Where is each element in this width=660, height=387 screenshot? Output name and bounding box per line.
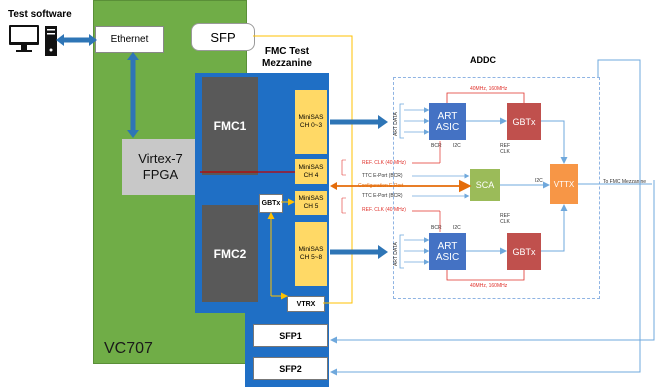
- fmc-test-title: FMC Test Mezzanine: [258, 46, 316, 70]
- art-data-top-label: ART DATA: [393, 112, 399, 136]
- ethernet-box: Ethernet: [95, 26, 164, 53]
- ethernet-label: Ethernet: [110, 34, 149, 45]
- sfp-top-box: SFP: [191, 23, 255, 51]
- fpga-box: Virtex-7 FPGA: [122, 139, 199, 195]
- fmc1-block: FMC1: [202, 77, 258, 175]
- vttx-block: VTTX: [550, 164, 578, 204]
- i2c-sca-label: I2C: [535, 178, 543, 184]
- fpga-line2: FPGA: [142, 167, 179, 182]
- i2c-top-label: I2C: [453, 143, 461, 149]
- gbtx-small-box: GBTx: [259, 194, 283, 213]
- vc707-label: VC707: [104, 340, 153, 357]
- test-software-label: Test software: [8, 9, 72, 20]
- ttc-signal-2: TTC E-Port (BCR): [362, 193, 403, 199]
- art-asic-top: ART ASIC: [429, 103, 466, 140]
- art-asic-bottom: ART ASIC: [429, 233, 466, 270]
- fmc2-block: FMC2: [202, 205, 258, 302]
- gbtx-bottom: GBTx: [507, 233, 541, 270]
- ref-clk-signal-2: REF. CLK (40 MHz): [362, 207, 406, 213]
- to-fmc-label: To FMC Mezzanine: [603, 179, 647, 185]
- fmc2-label: FMC2: [213, 246, 247, 261]
- computer-icon: [9, 25, 57, 56]
- gbtx-top: GBTx: [507, 103, 541, 140]
- sfp1-box: SFP1: [253, 324, 328, 347]
- minisas-ch4: MiniSAS CH 4: [295, 159, 327, 184]
- freq-top-label: 40MHz, 160MHz: [470, 86, 508, 92]
- fpga-line1: Virtex-7: [138, 151, 183, 166]
- bcr-bottom-label: BCR: [431, 225, 442, 231]
- fmc-test-line2: Mezzanine: [261, 58, 312, 69]
- ref-clk-bottom-label: REF CLK: [500, 213, 510, 225]
- minisas-ch0-3: MiniSAS CH 0~3: [295, 90, 327, 154]
- addc-title: ADDC: [470, 55, 496, 65]
- minisas-ch5-8: MiniSAS CH 5~8: [295, 222, 327, 286]
- minisas-ch5: MiniSAS CH 5: [295, 191, 327, 215]
- config-eport-signal: Configuration E-Port: [358, 183, 404, 189]
- sfp2-box: SFP2: [253, 357, 328, 380]
- ref-clk-signal-1: REF. CLK (40 MHz): [362, 160, 406, 166]
- sfp-top-label: SFP: [210, 29, 236, 45]
- fmc-test-line1: FMC Test: [264, 46, 310, 57]
- ttc-signal-1: TTC E-Port (BCR): [362, 173, 403, 179]
- bcr-top-label: BCR: [431, 143, 442, 149]
- freq-bottom-label: 40MHz, 160MHz: [470, 283, 508, 289]
- art-data-bottom-label: ART DATA: [393, 242, 399, 266]
- fmc1-label: FMC1: [213, 119, 247, 133]
- sca-block: SCA: [470, 169, 500, 201]
- vtrx-box: VTRX: [287, 296, 325, 312]
- i2c-bottom-label: I2C: [453, 225, 461, 231]
- ref-clk-top-label: REF CLK: [500, 143, 510, 155]
